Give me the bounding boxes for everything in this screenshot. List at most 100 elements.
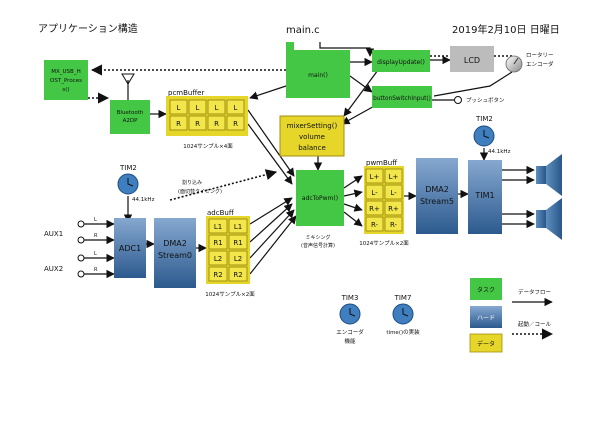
- push-button-icon: [454, 96, 462, 104]
- buffer-cell: [384, 168, 403, 184]
- buffer-cell-label: L: [215, 104, 219, 112]
- interrupt-note-line2: (面切替タイミング): [178, 188, 222, 195]
- task-bluetooth-line2: A2DP: [123, 118, 138, 124]
- buffer-cell: [188, 99, 207, 115]
- buffer-cell: [365, 168, 384, 184]
- tim2-left-label: TIM2: [119, 164, 137, 172]
- buffer-cell: [228, 250, 248, 266]
- buffer-cell: [384, 184, 403, 200]
- buffer-cell-label: L2: [214, 255, 222, 263]
- buffer-cell: [226, 99, 245, 115]
- buffer-cell-label: R-: [371, 221, 379, 229]
- line-pcm-adctopwm1: [247, 109, 295, 177]
- aux1-label: AUX1: [44, 230, 63, 238]
- pwm-buffer-cells: L+L+L-L-R+R+R-R-: [365, 168, 403, 232]
- task-button-switch: buttonSwitchInput(): [372, 86, 432, 108]
- buffer-cell: [228, 218, 248, 234]
- buffer-cell: [208, 234, 228, 250]
- task-display-update: displayUpdate(): [372, 50, 430, 72]
- aux1-l-jack-icon: [77, 220, 85, 228]
- adc-buffer-caption: 1024サンプル×2面: [205, 291, 255, 298]
- tim2-right-freq: 44.1kHz: [488, 149, 511, 155]
- buffer-cell-label: R-: [390, 221, 398, 229]
- hw-dma2-stream0-line2: Stream0: [158, 251, 192, 260]
- line-adctopwm-pwm1: [343, 175, 363, 189]
- speaker-bottom-icon: [536, 198, 562, 240]
- hw-lcd-label: LCD: [464, 56, 480, 65]
- task-mx-usb-line1: MX_USB_H: [51, 69, 80, 75]
- pcm-buffer-name: pcmBuffer: [168, 89, 204, 97]
- legend-tim3-label: TIM3: [341, 294, 359, 302]
- hw-dma2-stream0-line1: DMA2: [163, 239, 187, 248]
- buffer-pwm: pwmBuff L+L+L-L-R+R+R-R- 1024サンプル×2面: [359, 159, 409, 247]
- buffer-cell-label: R: [195, 120, 200, 128]
- hw-tim1-label: TIM1: [474, 191, 494, 200]
- date-label: 2019年2月10日 日曜日: [452, 23, 560, 36]
- buffer-cell-label: R+: [369, 205, 380, 213]
- hw-lcd: LCD: [450, 46, 494, 72]
- task-mx-usb-line2: OST_Proces: [50, 78, 82, 84]
- line-pcm-adctopwm2: [247, 123, 293, 185]
- task-display-update-label: displayUpdate(): [377, 59, 425, 66]
- task-main: main(): [286, 42, 350, 98]
- aux2-r-jack-icon: [77, 270, 85, 278]
- buffer-cell-label: L-: [371, 189, 378, 197]
- hw-rotary-line1: ロータリー: [526, 51, 554, 59]
- legend-tim7-label: TIM7: [394, 294, 412, 302]
- task-mixer-setting-line2: volume: [299, 133, 325, 141]
- buffer-cell: [207, 115, 226, 131]
- interrupt-note-line1: 割り込み: [182, 179, 202, 186]
- legend-data-label: データ: [477, 340, 495, 348]
- aux2-label: AUX2: [44, 265, 63, 273]
- line-rotary-button: [433, 71, 513, 97]
- line-adcbuff-adctopwm1: [249, 197, 293, 225]
- hw-dma2-stream5-line1: DMA2: [425, 185, 449, 194]
- channel-label: L: [94, 251, 97, 257]
- timer-tim2-right: TIM2 44.1kHz: [473, 115, 511, 155]
- task-bluetooth: Bluetooth A2DP: [110, 73, 150, 134]
- buffer-cell: [208, 266, 228, 282]
- line-display-mixer: [343, 69, 379, 117]
- legend-task-swatch: [470, 278, 502, 300]
- legend-data-swatch: [469, 333, 503, 353]
- buffer-cell: [228, 234, 248, 250]
- hw-tim1: TIM1: [468, 160, 502, 234]
- adc-buffer-name: adcBuff: [207, 209, 234, 217]
- buffer-cell-label: R: [233, 120, 238, 128]
- buffer-cell-label: R1: [213, 239, 222, 247]
- tim2-left-freq: 44.1kHz: [132, 197, 155, 203]
- legend-call-label: 起動／コール: [518, 320, 552, 328]
- line-adctopwm-pwm2: [343, 189, 363, 198]
- buffer-cell-label: R+: [388, 205, 399, 213]
- speaker-top-icon: [536, 154, 562, 196]
- line-adcbuff-adctopwm4: [249, 215, 297, 275]
- buffer-cell-label: L: [234, 104, 238, 112]
- buffer-cell-label: L1: [234, 223, 242, 231]
- antenna-icon: [121, 73, 135, 85]
- buffer-cell-label: L+: [389, 173, 399, 181]
- buffer-cell-label: R2: [213, 271, 222, 279]
- tim2-right-label: TIM2: [475, 115, 493, 123]
- buffer-cell-label: L-: [390, 189, 397, 197]
- aux2-l-jack-icon: [77, 254, 85, 262]
- pcm-buffer-caption: 1024サンプル×4面: [183, 143, 233, 150]
- line-mainc-display: [319, 42, 375, 57]
- timer-tim2-left: TIM2 44.1kHz: [117, 164, 155, 203]
- task-button-switch-label: buttonSwitchInput(): [373, 96, 431, 102]
- dotted-tim2-adctopwm: [169, 169, 278, 201]
- file-label: main.c: [286, 25, 320, 36]
- task-bluetooth-line1: Bluetooth: [117, 110, 144, 116]
- task-main-label: main(): [308, 72, 328, 79]
- channel-label: R: [94, 233, 98, 239]
- pwm-buffer-caption: 1024サンプル×2面: [359, 240, 409, 247]
- buffer-cell: [384, 216, 403, 232]
- hw-dma2-stream5: DMA2 Stream5: [416, 158, 458, 234]
- buffer-cell: [188, 115, 207, 131]
- task-mx-usb-line3: s(): [62, 87, 69, 93]
- channel-label: L: [94, 217, 97, 223]
- buffer-cell: [169, 99, 188, 115]
- hw-adc1: ADC1: [114, 218, 146, 278]
- legend: タスク ハード データ データフロー 起動／コール TIM3 エンコーダ 機能 …: [336, 278, 552, 353]
